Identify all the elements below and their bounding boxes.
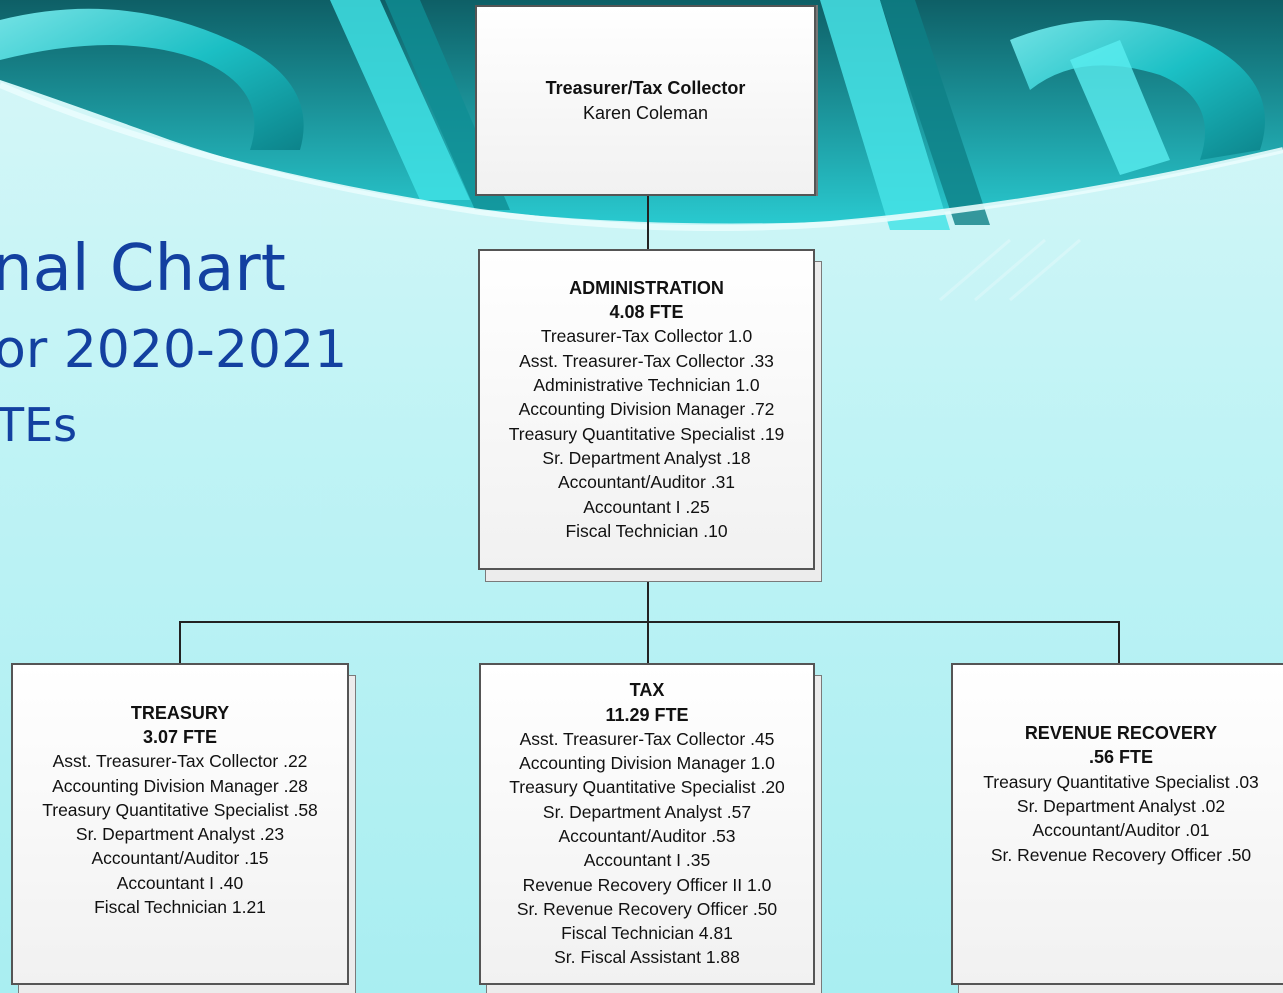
treasury-box: TREASURY 3.07 FTE Asst. Treasurer-Tax Co… xyxy=(11,663,349,985)
revenue-recovery-fte: .56 FTE xyxy=(1088,747,1154,768)
administration-box: ADMINISTRATION 4.08 FTE Treasurer-Tax Co… xyxy=(478,249,815,570)
tax-position: Accounting Division Manager 1.0 xyxy=(519,753,775,774)
tax-position: Treasury Quantitative Specialist .20 xyxy=(509,777,785,798)
tax-name: TAX xyxy=(629,680,665,701)
administration-position: Fiscal Technician .10 xyxy=(565,520,728,541)
tax-position: Accountant/Auditor .53 xyxy=(558,826,736,846)
revenue-recovery-position: Accountant/Auditor .01 xyxy=(1032,820,1210,841)
tax-position: Sr. Department Analyst .57 xyxy=(542,801,752,822)
treasury-name: TREASURY xyxy=(130,702,230,723)
tax-position: Sr. Fiscal Assistant 1.88 xyxy=(554,947,740,968)
treasury-fte: 3.07 FTE xyxy=(142,726,218,747)
treasury-position: Fiscal Technician 1.21 xyxy=(94,897,266,918)
administration-position: Accountant I .25 xyxy=(583,496,710,517)
administration-position: Treasury Quantitative Specialist .19 xyxy=(508,423,785,444)
treasury-position: Accountant I .40 xyxy=(116,872,244,893)
connector-treasury xyxy=(179,621,181,663)
chart-title-line-2: or 2020-2021 xyxy=(0,320,348,380)
revenue-recovery-name: REVENUE RECOVERY xyxy=(1024,723,1218,744)
administration-fte: 4.08 FTE xyxy=(609,302,684,323)
tax-position: Asst. Treasurer-Tax Collector .45 xyxy=(519,728,775,749)
administration-position: Asst. Treasurer-Tax Collector .33 xyxy=(519,350,774,371)
revenue-recovery-position: Sr. Department Analyst .02 xyxy=(1016,796,1226,816)
tax-box: TAX 11.29 FTE Asst. Treasurer-Tax Collec… xyxy=(479,663,815,985)
tax-position: Fiscal Technician 4.81 xyxy=(561,923,733,944)
administration-position: Accounting Division Manager .72 xyxy=(518,399,775,420)
revenue-recovery-position: Treasury Quantitative Specialist .03 xyxy=(983,771,1259,792)
administration-name: ADMINISTRATION xyxy=(569,277,724,298)
connector-horizontal xyxy=(179,621,1120,623)
treasury-position: Sr. Department Analyst .23 xyxy=(75,824,285,845)
treasury-position: Asst. Treasurer-Tax Collector .22 xyxy=(52,751,308,772)
treasurer-title: Treasurer/Tax Collector xyxy=(545,78,746,99)
tax-position: Sr. Revenue Recovery Officer .50 xyxy=(516,898,778,919)
tax-fte: 11.29 FTE xyxy=(605,704,689,725)
connector-admin-down xyxy=(647,570,649,663)
treasurer-name: Karen Coleman xyxy=(582,102,709,123)
treasury-position: Accounting Division Manager .28 xyxy=(52,775,308,796)
revenue-recovery-box: REVENUE RECOVERY .56 FTE Treasury Quanti… xyxy=(951,663,1283,985)
connector-top-admin xyxy=(647,196,649,249)
chart-title-line-3: TEs xyxy=(0,398,78,452)
revenue-recovery-position: Sr. Revenue Recovery Officer .50 xyxy=(990,844,1252,865)
tax-position: Accountant I .35 xyxy=(583,850,711,871)
administration-position: Treasurer-Tax Collector 1.0 xyxy=(540,326,753,347)
administration-position: Sr. Department Analyst .18 xyxy=(542,447,751,468)
treasury-position: Treasury Quantitative Specialist .58 xyxy=(42,799,318,820)
administration-position: Accountant/Auditor .31 xyxy=(557,472,736,493)
treasurer-box: Treasurer/Tax Collector Karen Coleman xyxy=(475,5,816,196)
chart-title-line-1: nal Chart xyxy=(0,232,286,306)
treasury-position: Accountant/Auditor .15 xyxy=(91,848,269,869)
administration-position: Administrative Technician 1.0 xyxy=(533,375,760,396)
tax-position: Revenue Recovery Officer II 1.0 xyxy=(522,874,772,895)
connector-revenue xyxy=(1118,621,1120,663)
